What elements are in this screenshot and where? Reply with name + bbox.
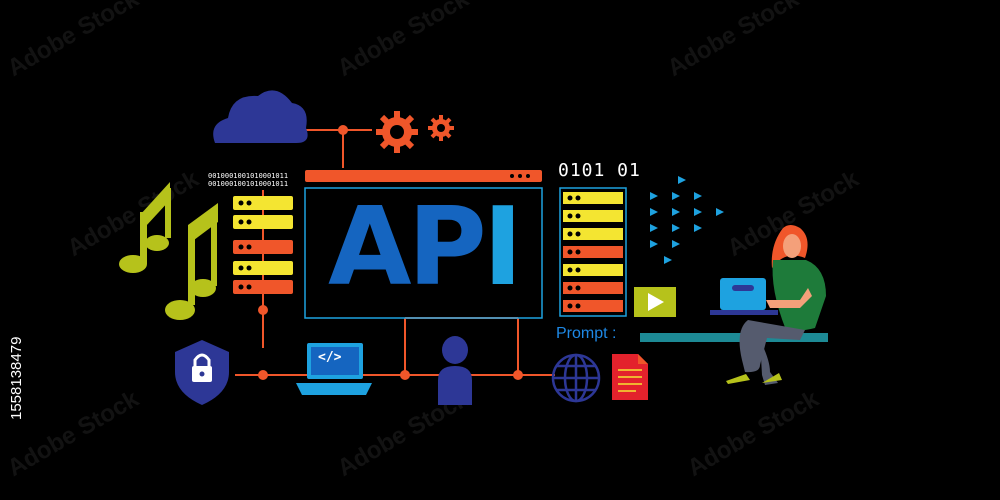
server-stack-left [233, 196, 293, 294]
letter-i: I [482, 185, 523, 310]
document-icon [612, 354, 648, 400]
cloud-icon [213, 90, 308, 143]
binary-text-line: 0010001001010001011 [208, 180, 289, 188]
letter-a: A [328, 185, 412, 310]
globe-icon [551, 353, 601, 403]
stock-id: 1558138479 [8, 336, 25, 420]
api-title: API [328, 185, 523, 310]
person-with-laptop [710, 225, 826, 385]
shield-lock-icon [175, 340, 229, 405]
binary-display: 0101 01 [558, 160, 641, 181]
arrow-triangles [650, 176, 724, 264]
api-window [304, 170, 543, 319]
music-note-icon [119, 182, 218, 320]
gear-icon [376, 111, 454, 153]
binary-text-line: 0010001001010001011 [208, 172, 289, 180]
prompt-label: Prompt : [556, 325, 617, 342]
user-icon [438, 336, 472, 405]
server-stack-right [559, 187, 627, 317]
laptop-code-icon [296, 343, 372, 395]
letter-p: P [407, 185, 487, 310]
prompt-bar [640, 333, 828, 342]
code-symbol: </> [318, 350, 342, 365]
